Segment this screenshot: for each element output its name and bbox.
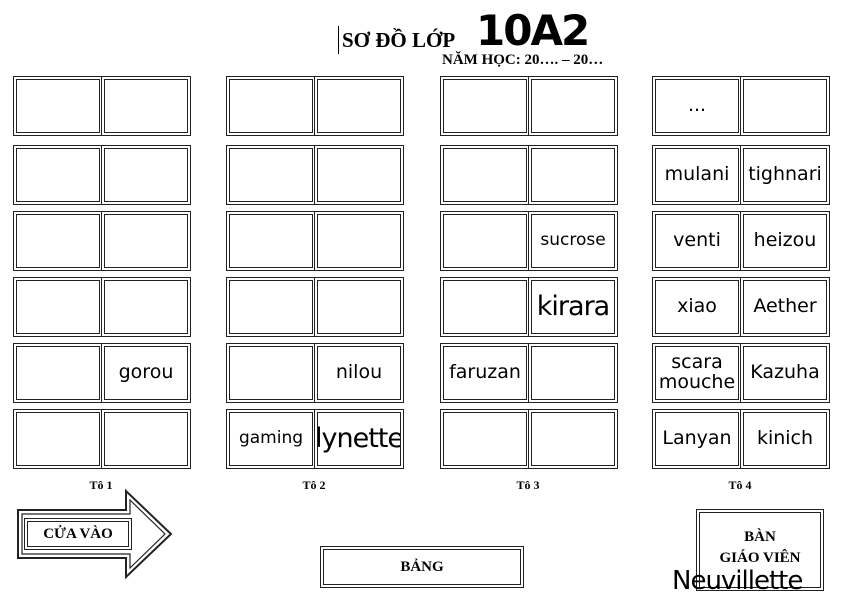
seat (314, 76, 404, 136)
seat (440, 277, 530, 337)
seat (101, 277, 191, 337)
seat (13, 76, 103, 136)
seat (13, 409, 103, 469)
seat: venti (652, 211, 742, 271)
seat (13, 145, 103, 205)
student-name: kinich (756, 427, 814, 450)
seat (740, 76, 830, 136)
seat (101, 76, 191, 136)
seat (13, 343, 103, 403)
seat: scara mouche (652, 343, 742, 403)
seat: mulani (652, 145, 742, 205)
teacher-desk-label-line2: GIÁO VIÊN (719, 550, 801, 566)
seat: gorou (101, 343, 191, 403)
seat: kirara (528, 277, 618, 337)
student-name: ... (687, 94, 707, 117)
seat (226, 343, 316, 403)
seat (226, 145, 316, 205)
student-name: heizou (753, 229, 817, 252)
teacher-desk-label: BÀN GIÁO VIÊN (700, 527, 820, 569)
seat (528, 145, 618, 205)
school-year: NĂM HỌC: 20…. – 20… (442, 52, 604, 68)
student-name: xiao (677, 295, 717, 318)
seat (528, 343, 618, 403)
seat (314, 145, 404, 205)
seat (101, 409, 191, 469)
seat: Kazuha (740, 343, 830, 403)
student-name: tighnari (748, 163, 822, 186)
seat (314, 211, 404, 271)
seat (440, 211, 530, 271)
student-name: faruzan (449, 361, 521, 384)
student-name: Lanyan (662, 427, 732, 450)
seat: heizou (740, 211, 830, 271)
seat (226, 211, 316, 271)
group-label: Tô 4 (728, 478, 752, 492)
seat: nilou (314, 343, 404, 403)
student-name: nilou (335, 361, 383, 384)
student-name: Aether (753, 295, 817, 318)
student-name: gorou (118, 361, 174, 384)
group-label: Tô 1 (89, 478, 113, 492)
seat (440, 145, 530, 205)
seat (226, 277, 316, 337)
seat: sucrose (528, 211, 618, 271)
student-name: sucrose (540, 230, 606, 251)
seat (226, 76, 316, 136)
seat: tighnari (740, 145, 830, 205)
seat: kinich (740, 409, 830, 469)
title-class-name: 10A2 (476, 6, 590, 55)
seat (314, 277, 404, 337)
seat: gaming (226, 409, 316, 469)
seat (13, 277, 103, 337)
teacher-desk: BÀN GIÁO VIÊN (696, 509, 824, 591)
seat: faruzan (440, 343, 530, 403)
title-prefix: SƠ ĐỒ LỚP (342, 28, 456, 52)
group-label: Tô 3 (516, 478, 540, 492)
entrance-label: CỬA VÀO (24, 518, 132, 550)
student-name: venti (673, 229, 721, 252)
seat: xiao (652, 277, 742, 337)
seat (528, 409, 618, 469)
seat: Lanyan (652, 409, 742, 469)
seat (101, 211, 191, 271)
seat: Aether (740, 277, 830, 337)
seat (528, 76, 618, 136)
student-name: scara mouche (658, 351, 736, 393)
student-name: kirara (536, 290, 610, 322)
text-cursor (338, 26, 339, 54)
seat (440, 409, 530, 469)
student-name: lynette (315, 422, 403, 454)
seat (13, 211, 103, 271)
student-name: gaming (238, 428, 304, 449)
seat (101, 145, 191, 205)
student-name: mulani (664, 163, 730, 186)
teacher-name: Neuvillette (672, 566, 803, 596)
blackboard: BẢNG (320, 546, 524, 588)
student-name: Kazuha (750, 361, 820, 384)
seat (440, 76, 530, 136)
teacher-desk-label-line1: BÀN (744, 529, 776, 545)
seat: ... (652, 76, 742, 136)
group-label: Tô 2 (302, 478, 326, 492)
seat: lynette (314, 409, 404, 469)
